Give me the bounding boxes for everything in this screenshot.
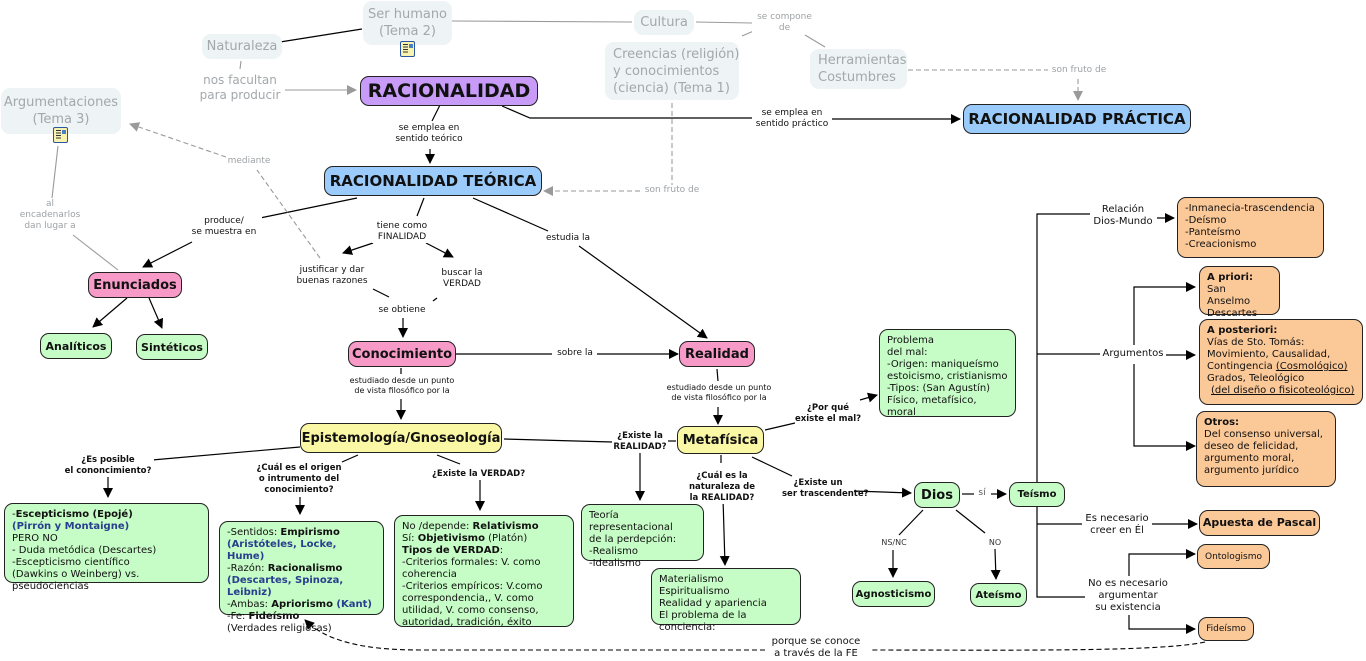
node-fideismo[interactable]: Fideísmo (1198, 617, 1254, 641)
node-sinteticos[interactable]: Sintéticos (136, 334, 208, 360)
link-produce: produce/se muestra en (186, 216, 262, 238)
box-origen-conocimiento[interactable]: -Sentidos: Empirismo (Aristóteles, Locke… (219, 521, 384, 634)
box-a-priori[interactable]: A priori: San Anselmo Descartes (1199, 266, 1280, 319)
arrow-to-realidad (578, 245, 708, 339)
node-enunciados[interactable]: Enunciados (88, 272, 182, 298)
link-son-fruto-practica: son fruto de (1048, 65, 1110, 76)
node-creencias[interactable]: Creencias (religión) y conocimientos (ci… (605, 42, 739, 100)
document-icon[interactable] (53, 127, 68, 143)
node-metafisica[interactable]: Metafísica (677, 426, 764, 454)
box-relacion-dios-mundo[interactable]: -Inmanecia-trascendencia -Deísmo -Panteí… (1177, 197, 1324, 258)
node-herramientas[interactable]: Herramientas Costumbres (810, 49, 907, 89)
node-cultura[interactable]: Cultura (634, 10, 694, 35)
node-argumentaciones[interactable]: Argumentaciones (Tema 3) (1, 88, 121, 134)
line-naturaleza-serhumano (279, 28, 363, 43)
box-problema-mal[interactable]: Problema del mal: -Origen: maniqueísmo e… (879, 329, 1016, 418)
node-racionalidad-teorica[interactable]: RACIONALIDAD TEÓRICA (324, 166, 542, 196)
link-no: NO (984, 537, 1006, 548)
node-conocimiento[interactable]: Conocimiento (348, 341, 456, 367)
node-epistemologia[interactable]: Epistemología/Gnoseología (300, 423, 502, 453)
arrow-to-practica (501, 105, 752, 119)
link-existe-verdad: ¿Existe la VERDAD? (432, 469, 526, 480)
box-verdad[interactable]: No /depende: Relativismo Sí: Objetivismo… (394, 515, 574, 628)
node-apuesta-pascal[interactable]: Apuesta de Pascal (1199, 510, 1320, 536)
box-escepticismo[interactable]: -Escepticismo (Epojé) (Pirrón y Montaign… (4, 503, 209, 592)
arrow-to-enunciados (142, 241, 193, 268)
box-materialismo[interactable]: Materialismo Espiritualismo Realidad y a… (651, 568, 801, 633)
node-ontologismo[interactable]: Ontologismo (1197, 544, 1270, 569)
node-racionalidad-practica[interactable]: RACIONALIDAD PRÁCTICA (963, 104, 1191, 134)
link-argumentos: Argumentos (1100, 348, 1166, 360)
node-teismo[interactable]: Teísmo (1009, 482, 1065, 507)
node-agnosticismo[interactable]: Agnosticismo (852, 581, 935, 607)
link-estudia-la: estudia la (543, 233, 593, 244)
node-racionalidad[interactable]: RACIONALIDAD (360, 76, 538, 106)
node-ser-humano[interactable]: Ser humano (Tema 2) (363, 1, 452, 45)
node-ateismo[interactable]: Ateísmo (970, 583, 1027, 607)
faith-dashed-link (869, 641, 1206, 651)
link-sobre-la: sobre la (553, 348, 597, 359)
link-son-fruto-teorica: son fruto de (641, 185, 703, 196)
document-icon[interactable] (400, 41, 415, 57)
link-si: sí (975, 488, 989, 499)
link-se-obtiene: se obtiene (374, 305, 430, 316)
node-realidad[interactable]: Realidad (679, 341, 755, 367)
node-naturaleza[interactable]: Naturaleza (202, 34, 282, 59)
node-analiticos[interactable]: Analíticos (40, 333, 112, 359)
node-dios[interactable]: Dios (914, 482, 960, 508)
link-ns-nc: NS/NC (876, 537, 912, 548)
box-a-posteriori[interactable]: A posteriori: Vías de Sto. Tomás: Movimi… (1199, 319, 1363, 405)
box-otros[interactable]: Otros: Del consenso universal, deseo de … (1196, 411, 1336, 487)
box-teoria-representacional[interactable]: Teoría representacional de la perdepción… (581, 504, 704, 569)
link-mediante: mediante (226, 156, 272, 167)
